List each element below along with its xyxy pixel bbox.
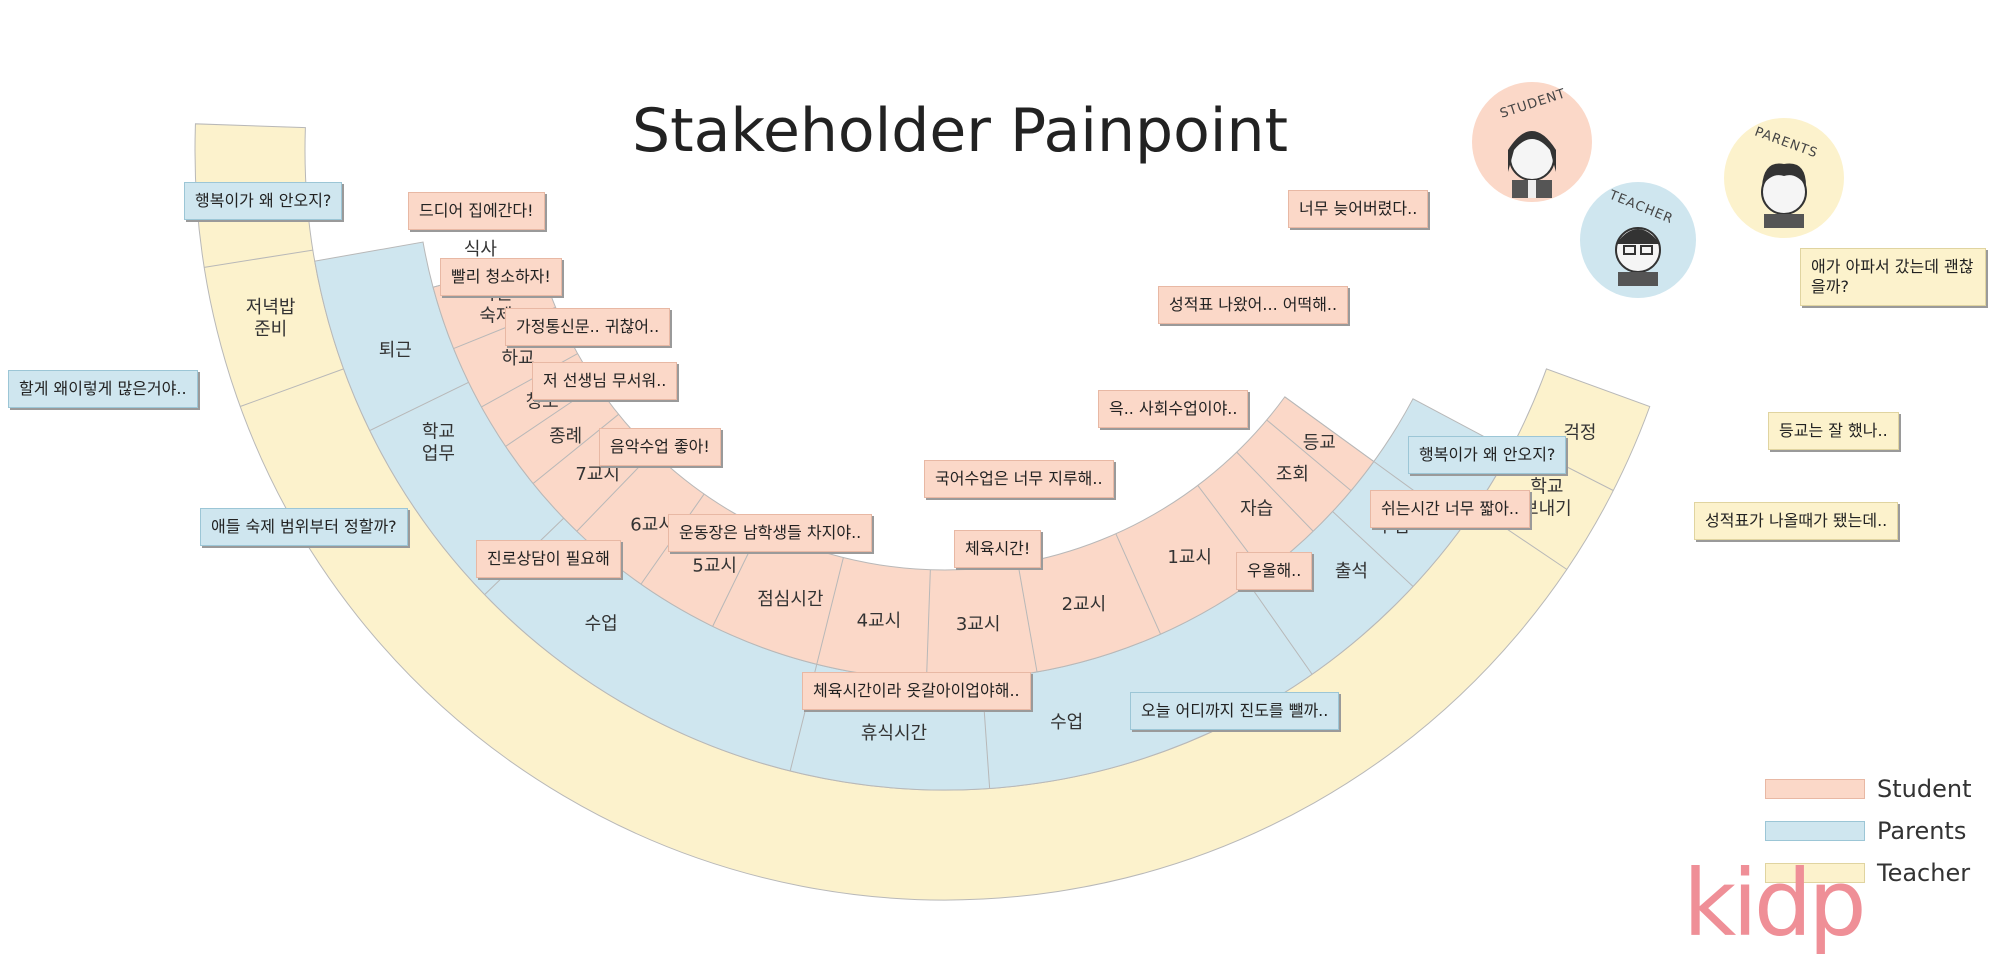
legend-swatch-parents [1765, 821, 1865, 841]
student-segment-label: 등교 [1303, 432, 1336, 453]
student-segment-label: 식사 [464, 239, 498, 260]
student-segment-label: 점심시간 [757, 589, 823, 610]
callout-parents: 행복이가 왜 안오지? [184, 182, 343, 220]
legend-label: Parents [1877, 817, 1967, 845]
ring-divider [1017, 563, 1038, 673]
ring-divider [204, 249, 313, 268]
callout-student: 저 선생님 무서워.. [532, 362, 678, 400]
legend-label: Student [1877, 775, 1972, 803]
student-segment-label: 7교시 [575, 464, 620, 485]
ring-divider [1266, 419, 1352, 492]
callout-student: 체육시간이라 옷갈아이업야해.. [802, 672, 1031, 710]
legend-label: Teacher [1877, 859, 1971, 887]
legend-swatch-student [1765, 779, 1865, 799]
student-avatar: STUDENT [1472, 82, 1592, 202]
ring-divider [1284, 396, 1375, 462]
teacher-segment-label: 걱정 [1563, 423, 1596, 444]
teacher-avatar: TEACHER [1580, 182, 1696, 298]
parents-segment-label: 퇴근 [379, 340, 412, 361]
callout-student: 운동장은 남학생들 차지야.. [668, 514, 873, 552]
ring-divider [816, 557, 844, 665]
parents-avatar: PARENTS [1724, 118, 1844, 238]
callout-student: 우울해.. [1236, 552, 1313, 590]
callout-teacher: 성적표가 나올때가 됐는데.. [1694, 502, 1899, 540]
callout-student: 체육시간! [954, 530, 1042, 568]
legend-item-parents: Parents [1765, 810, 1971, 852]
ring-divider [1248, 583, 1313, 675]
callout-student: 성적표 나왔어... 어떡해.. [1158, 286, 1349, 324]
kidp-logo: kidp [1683, 850, 1867, 957]
student-segment-label: 3교시 [956, 614, 1001, 635]
legend-swatch-teacher [1765, 863, 1865, 883]
ring-divider [369, 381, 469, 432]
callout-student: 쉬는시간 너무 짧아.. [1370, 490, 1531, 528]
student-segment-label: 하교 [502, 348, 535, 369]
callout-student: 빨리 청소하자! [440, 258, 562, 296]
callout-student: 드디어 집에간다! [408, 192, 545, 230]
parents-segment-label: 수업 [585, 613, 618, 634]
student-segment-label: 5교시 [692, 555, 737, 576]
ring-divider [1236, 451, 1314, 532]
legend-item-teacher: Teacher [1765, 852, 1971, 894]
parents-segment-label: 수업 [1050, 712, 1083, 733]
callout-student: 윽.. 사회수업이야.. [1098, 390, 1249, 428]
parents-segment-label: 휴식시간 [861, 723, 927, 744]
callout-parents: 애들 숙제 범위부터 정할까? [200, 508, 408, 546]
callout-student: 가정통신문.. 귀찮어.. [505, 308, 671, 346]
callout-student: 국어수업은 너무 지루해.. [924, 460, 1114, 498]
callout-student: 음악수업 좋아! [599, 428, 721, 466]
student-segment-label: 4교시 [857, 610, 902, 631]
student-segment-label: 1교시 [1167, 547, 1212, 568]
callout-teacher: 할게 왜이렇게 많은거야.. [8, 370, 198, 408]
ring-divider [926, 569, 931, 680]
student-segment-label: 6교시 [630, 514, 675, 535]
ring-divider [1332, 511, 1414, 587]
page-title: Stakeholder Painpoint [632, 96, 1289, 166]
callout-student: 너무 늦어버렸다.. [1288, 190, 1429, 228]
legend: Student Parents Teacher [1765, 768, 1971, 894]
ring-divider [240, 368, 344, 407]
callout-teacher: 행복이가 왜 안오지? [1408, 436, 1567, 474]
ring-divider [1115, 533, 1162, 635]
legend-item-student: Student [1765, 768, 1971, 810]
callout-teacher: 등교는 잘 했나.. [1768, 412, 1899, 450]
student-segment-label: 종례 [549, 426, 582, 447]
student-segment-label: 조회 [1276, 464, 1309, 485]
callout-teacher: 애가 아파서 갔는데 괜찮을까? [1800, 248, 1986, 306]
callout-parents: 오늘 어디까지 진도를 뺄까.. [1130, 692, 1340, 730]
parents-segment-label: 출석 [1335, 561, 1368, 582]
student-segment-label: 2교시 [1062, 594, 1107, 615]
callout-student: 진로상담이 필요해 [476, 540, 621, 578]
student-segment-label: 자습 [1240, 498, 1273, 519]
ring-divider [532, 413, 619, 484]
